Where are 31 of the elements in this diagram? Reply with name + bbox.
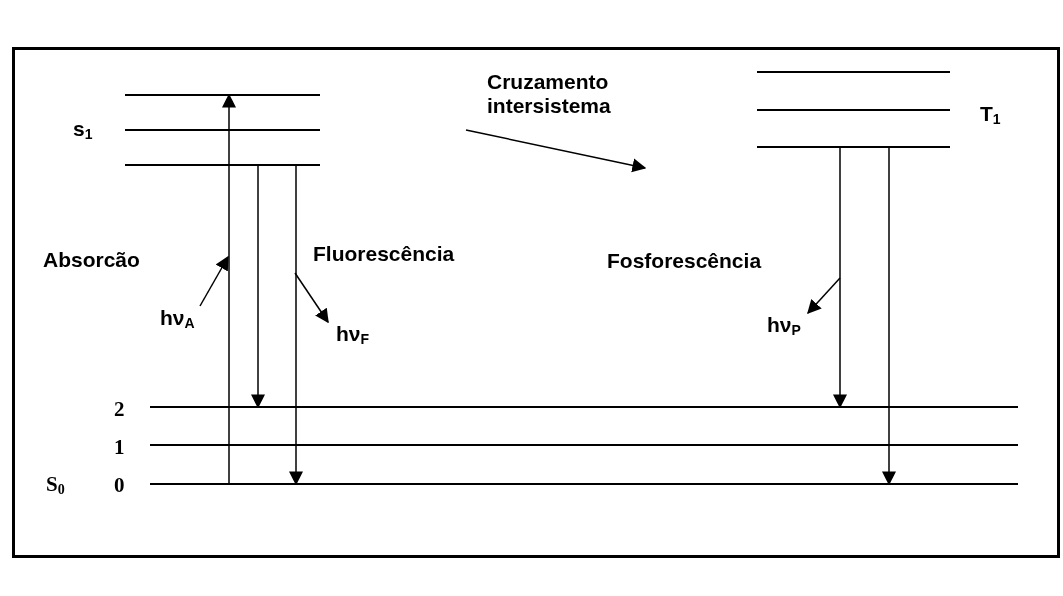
energy-level-line [757,71,950,73]
arrow [465,129,647,173]
energy-level-line [757,146,950,148]
energy-level-line [125,164,320,166]
process-label: Absorcão [43,248,140,272]
energy-level-line [150,483,1018,485]
photon-label: hν$_{F}$ [336,322,370,351]
arrow [807,277,841,315]
energy-level-line [125,129,320,131]
process-label: Cruzamento intersistema [487,70,647,118]
level-label: 0 [114,473,125,497]
level-label: S$_{0}$ [46,472,65,499]
energy-level-line [150,406,1018,408]
arrow [294,272,329,324]
process-label: Fluorescência [313,242,455,266]
energy-level-line [757,109,950,111]
arrow [222,93,236,485]
arrow [882,146,896,486]
level-label: 1 [114,435,125,459]
process-label: Fosforescência [607,249,762,273]
arrow [251,164,265,409]
photon-label: hν$_{A}$ [160,306,195,335]
level-label: T$_{1}$ [980,102,1001,129]
photon-label: hν$_{P}$ [767,313,801,342]
arrow [289,164,303,486]
arrow [199,255,229,307]
energy-level-line [125,94,320,96]
level-label: 2 [114,397,125,421]
arrow [833,146,847,409]
energy-level-line [150,444,1018,446]
level-label: s$_{1}$ [73,117,93,144]
